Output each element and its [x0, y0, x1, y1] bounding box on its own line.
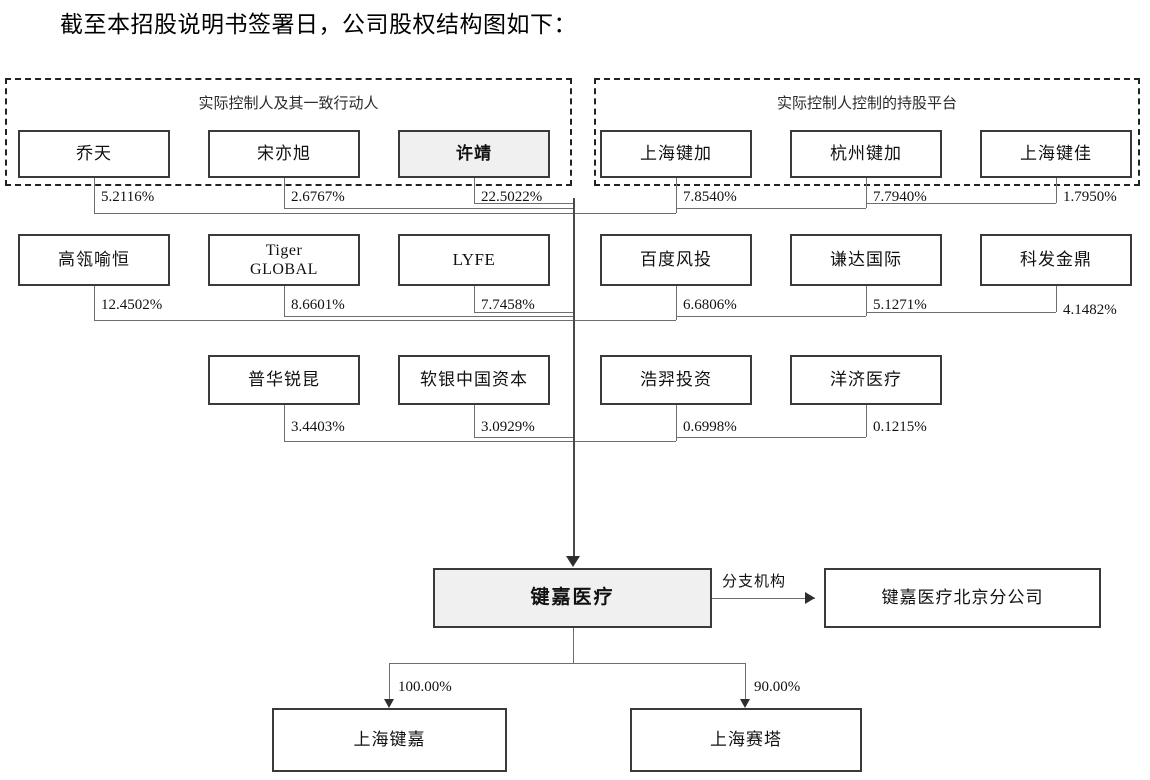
pct-label-row2-3: 7.7458% — [481, 297, 535, 313]
pct-label-row1-6: 1.7950% — [1063, 189, 1117, 205]
pct-label-row2-2: 8.6601% — [291, 297, 345, 313]
connector-vline-row1-1 — [94, 178, 95, 213]
pct-label-row2-5: 5.1271% — [873, 297, 927, 313]
node-ruanyin-zhongguo-ziben[interactable]: 软银中国资本 — [398, 355, 550, 405]
connector-hline-row1-6 — [866, 203, 1056, 204]
group-box-holding-platforms: 实际控制人控制的持股平台 — [594, 78, 1140, 186]
arrow-into-shanghai-saita — [740, 699, 750, 708]
connector-hline-row2-4 — [573, 320, 676, 321]
connector-vline-subsidiary-right — [745, 663, 746, 699]
node-songyixu[interactable]: 宋亦旭 — [208, 130, 360, 178]
pct-label-subsidiary-2: 90.00% — [754, 679, 801, 695]
edge-label-branch: 分支机构 — [722, 574, 787, 590]
node-shanghai-jianjia-platform[interactable]: 上海键加 — [600, 130, 752, 178]
connector-hline-row1-2 — [284, 208, 573, 209]
node-qiaotian[interactable]: 乔天 — [18, 130, 170, 178]
node-xujing[interactable]: 许靖 — [398, 130, 550, 178]
node-hangzhou-jianjia-platform[interactable]: 杭州键加 — [790, 130, 942, 178]
connector-hline-row1-3 — [474, 203, 573, 204]
connector-vline-row2-5 — [866, 286, 867, 316]
connector-vline-row3-3 — [676, 405, 677, 441]
node-tiger-global-line1: Tiger — [265, 242, 303, 259]
node-haoyi-touzi[interactable]: 浩羿投资 — [600, 355, 752, 405]
connector-vline-company-down — [573, 628, 574, 663]
connector-hline-branch — [712, 598, 815, 599]
node-shanghai-jianjia[interactable]: 上海键嘉 — [272, 708, 507, 772]
connector-hline-row3-1 — [284, 441, 573, 442]
connector-vline-row1-4 — [676, 178, 677, 213]
pct-label-row1-5: 7.7940% — [873, 189, 927, 205]
connector-hline-subsidiary-bus — [389, 663, 745, 664]
arrow-into-company — [566, 556, 580, 567]
node-yangji-yiliao[interactable]: 洋济医疗 — [790, 355, 942, 405]
connector-vline-row2-4 — [676, 286, 677, 320]
pct-label-row3-1: 3.4403% — [291, 419, 345, 435]
node-gaoling-yuheng[interactable]: 高瓴喻恒 — [18, 234, 170, 286]
pct-label-row3-2: 3.0929% — [481, 419, 535, 435]
connector-hline-row3-2 — [474, 437, 573, 438]
connector-vline-subsidiary-left — [389, 663, 390, 699]
connector-hline-row3-4 — [676, 437, 866, 438]
node-lyfe[interactable]: LYFE — [398, 234, 550, 286]
connector-vline-row2-3 — [474, 286, 475, 312]
arrow-into-shanghai-jianjia — [384, 699, 394, 708]
arrow-into-branch — [805, 592, 815, 604]
node-qianda-guoji[interactable]: 谦达国际 — [790, 234, 942, 286]
pct-label-row1-4: 7.8540% — [683, 189, 737, 205]
connector-vline-row3-4 — [866, 405, 867, 437]
connector-vline-row1-6 — [1056, 178, 1057, 203]
node-company-jianjia-medical[interactable]: 键嘉医疗 — [433, 568, 712, 628]
connector-hline-row2-6 — [866, 312, 1056, 313]
connector-hline-row3-3 — [573, 441, 676, 442]
connector-vline-row2-1 — [94, 286, 95, 320]
node-kefa-jinding[interactable]: 科发金鼎 — [980, 234, 1132, 286]
connector-hline-row1-4 — [573, 213, 676, 214]
connector-hline-row2-3 — [474, 312, 573, 313]
connector-vline-row2-2 — [284, 286, 285, 316]
node-tiger-global[interactable]: Tiger GLOBAL — [208, 234, 360, 286]
group-label-actual-controllers: 实际控制人及其一致行动人 — [198, 96, 379, 112]
node-tiger-global-line2: GLOBAL — [250, 261, 318, 278]
connector-vline-row1-2 — [284, 178, 285, 208]
pct-label-row1-1: 5.2116% — [101, 189, 155, 205]
group-box-actual-controllers: 实际控制人及其一致行动人 — [5, 78, 572, 186]
pct-label-row2-1: 12.4502% — [101, 297, 163, 313]
node-puhua-ruikun[interactable]: 普华锐昆 — [208, 355, 360, 405]
connector-hline-row2-2 — [284, 316, 573, 317]
pct-label-row1-2: 2.6767% — [291, 189, 345, 205]
node-baidu-fengtou[interactable]: 百度风投 — [600, 234, 752, 286]
pct-label-row3-4: 0.1215% — [873, 419, 927, 435]
node-branch-beijing[interactable]: 键嘉医疗北京分公司 — [824, 568, 1101, 628]
node-shanghai-jianjia-jia[interactable]: 上海键佳 — [980, 130, 1132, 178]
connector-vline-row2-6 — [1056, 286, 1057, 312]
connector-hline-row1-5 — [676, 208, 866, 209]
page-title: 截至本招股说明书签署日，公司股权结构图如下： — [60, 12, 577, 37]
connector-vline-row3-2 — [474, 405, 475, 437]
group-label-holding-platforms: 实际控制人控制的持股平台 — [776, 96, 957, 112]
connector-trunk-main — [573, 198, 575, 558]
connector-hline-row2-5 — [676, 316, 866, 317]
connector-hline-row1-1 — [94, 213, 573, 214]
connector-vline-row1-3 — [474, 178, 475, 203]
connector-hline-row2-1 — [94, 320, 573, 321]
node-shanghai-saita[interactable]: 上海赛塔 — [630, 708, 862, 772]
pct-label-row1-3: 22.5022% — [481, 189, 543, 205]
pct-label-row2-6: 4.1482% — [1063, 302, 1117, 318]
pct-label-row2-4: 6.6806% — [683, 297, 737, 313]
connector-vline-row3-1 — [284, 405, 285, 441]
connector-vline-row1-5 — [866, 178, 867, 208]
pct-label-subsidiary-1: 100.00% — [398, 679, 452, 695]
pct-label-row3-3: 0.6998% — [683, 419, 737, 435]
